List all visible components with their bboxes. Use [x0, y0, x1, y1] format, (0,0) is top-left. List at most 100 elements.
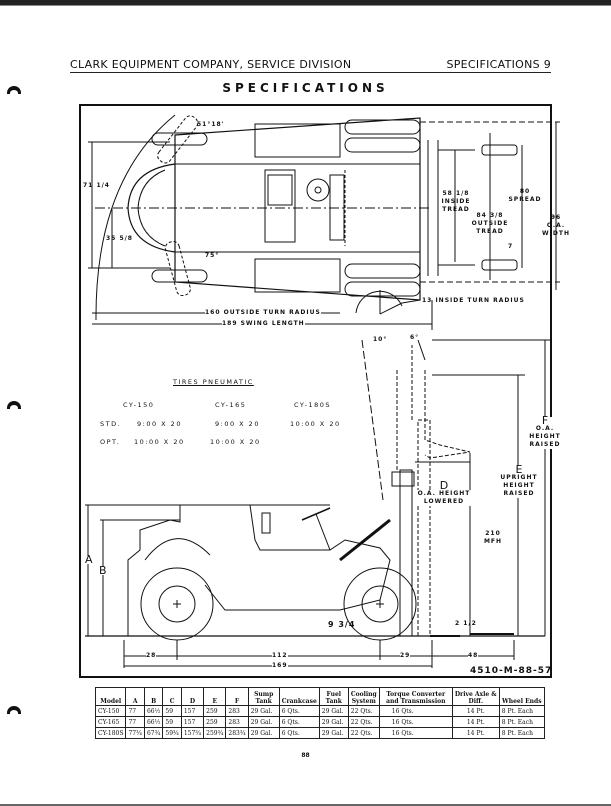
cell: 67¾: [143, 727, 164, 739]
cell: 283: [225, 716, 249, 728]
overall-width-dim: 96 O.A. WIDTH: [540, 214, 572, 238]
page-title: SPECIFICATIONS: [222, 81, 389, 95]
col-a: A: [125, 687, 145, 706]
header-section: SPECIFICATIONS 9: [446, 58, 551, 71]
tires-std-3: 10:00 X 20: [290, 420, 341, 428]
table-row: CY-150 77 66½ 59 157 259 283 29 Gal. 6 Q…: [94, 705, 545, 717]
cell: 283: [225, 705, 249, 717]
cell: 77¾: [125, 727, 145, 739]
cell: CY-180S: [94, 727, 127, 739]
col-fuel-tank: Fuel Tank: [318, 687, 349, 706]
cell: 6 Qts.: [278, 705, 320, 717]
cell: 14 Pt.: [451, 705, 500, 717]
table-row: CY-165 77 66½ 59 157 259 283 29 Gal. 6 Q…: [94, 716, 545, 728]
tires-title: TIRES PNEUMATIC: [173, 378, 254, 386]
cell: 77: [125, 705, 145, 717]
dim-f: F O.A. HEIGHT RAISED: [527, 415, 563, 449]
cell: 29 Gal.: [318, 727, 349, 739]
mfh-dim: 210 MFH: [478, 530, 508, 546]
overall-width-label: O.A. WIDTH: [542, 222, 570, 237]
cell: 59¾: [162, 727, 182, 739]
binder-hole-icon: [7, 401, 21, 409]
page-number: 88: [301, 752, 310, 759]
dim-wheelbase: 112: [272, 652, 288, 660]
col-model: Model: [94, 687, 127, 706]
cell: 8 Pt. Each: [498, 727, 545, 739]
cell: 6 Qts.: [278, 716, 320, 728]
viewer-bottom-bar: [0, 804, 611, 806]
binder-hole-icon: [7, 86, 21, 94]
cell: 283¾: [225, 727, 249, 739]
dim-f-label: O.A. HEIGHT RAISED: [527, 425, 563, 449]
viewer-top-bar: [0, 0, 611, 6]
plan-view-truck: [88, 114, 560, 330]
dim-a-letter: A: [85, 553, 93, 566]
cell: 157: [180, 716, 205, 728]
dim-overall-length: 169: [272, 662, 288, 670]
cell: 77: [125, 716, 145, 728]
col-drive-axle: Drive Axle & Diff.: [451, 687, 500, 706]
col-c: C: [162, 687, 182, 706]
swing-length-label: 189 SWING LENGTH: [222, 320, 305, 328]
dim-e: E UPRIGHT HEIGHT RAISED: [498, 464, 540, 498]
col-b: B: [143, 687, 164, 706]
tires-std-1: 9:00 X 20: [137, 420, 182, 428]
fork-thickness-dim: 2 1/2: [455, 620, 477, 627]
cell: 259: [203, 716, 227, 728]
cell: 66½: [143, 705, 164, 717]
cell: 16 Qts.: [378, 705, 453, 717]
col-torque-converter: Torque Converter and Transmission: [378, 687, 453, 706]
tilt-forward-label: 6°: [410, 334, 420, 341]
cell: 22 Qts.: [347, 727, 380, 739]
steer-angle-bottom-label: 75°: [205, 252, 220, 259]
cell: CY-165: [94, 716, 127, 728]
dim-d-label: O.A. HEIGHT LOWERED: [414, 490, 474, 506]
overall-width-value: 96: [550, 214, 562, 221]
dim-f-letter: F: [527, 415, 563, 426]
dim-d: D O.A. HEIGHT LOWERED: [414, 480, 474, 506]
tires-std-label: STD.: [100, 420, 122, 428]
tires-opt-2: 10:00 X 20: [210, 438, 261, 446]
inside-tread-label: INSIDE TREAD: [441, 198, 471, 213]
cell: CY-150: [94, 705, 127, 717]
tires-opt-label: OPT.: [100, 438, 121, 446]
tires-std-2: 9:00 X 20: [215, 420, 260, 428]
dim-e-label: UPRIGHT HEIGHT RAISED: [498, 474, 540, 498]
col-sump-tank: Sump Tank: [247, 687, 280, 706]
cell: 259¾: [203, 727, 227, 739]
col-wheel-ends: Wheel Ends: [498, 687, 545, 706]
cell: 29 Gal.: [247, 705, 280, 717]
cell: 16 Qts.: [378, 716, 453, 728]
tires-opt-1: 10:00 X 20: [134, 438, 185, 446]
spread-value: 80: [519, 188, 531, 195]
cell: 59: [162, 705, 182, 717]
col-d: D: [180, 687, 205, 706]
cell: 29 Gal.: [247, 716, 280, 728]
inside-tread-dim: 58 1/8 INSIDE TREAD: [436, 190, 476, 214]
dim-rear-overhang: 28: [146, 652, 157, 660]
outside-tread-dim: 84 3/8 OUTSIDE TREAD: [470, 212, 510, 236]
cell: 29 Gal.: [318, 716, 349, 728]
tires-model-1: CY-150: [123, 401, 155, 409]
outside-turn-radius-label: 160 OUTSIDE TURN RADIUS: [205, 309, 321, 317]
dim-fork-face: 48: [468, 652, 479, 660]
header-company: CLARK EQUIPMENT COMPANY, SERVICE DIVISIO…: [70, 58, 352, 71]
drawing-frame: [79, 104, 552, 678]
ground-clearance-dim: 9 3/4: [328, 620, 356, 629]
spec-table-header-row: Model A B C D E F Sump Tank Crankcase Fu…: [94, 687, 545, 706]
cell: 22 Qts.: [347, 705, 380, 717]
col-crankcase: Crankcase: [278, 687, 320, 706]
col-f: F: [225, 687, 249, 706]
spread-label: SPREAD: [508, 196, 542, 203]
spread-dim: 80 SPREAD: [505, 188, 545, 204]
cell: 157: [180, 705, 205, 717]
outside-tread-label: OUTSIDE TREAD: [471, 220, 509, 235]
cell: 8 Pt. Each: [498, 705, 545, 717]
cell: 8 Pt. Each: [498, 716, 545, 728]
side-view-truck: [85, 339, 550, 668]
dim-left-inner: 35 5/8: [106, 235, 133, 242]
cell: 6 Qts.: [278, 727, 320, 739]
fork-width-dim: 7: [508, 243, 514, 250]
cell: 29 Gal.: [247, 727, 280, 739]
